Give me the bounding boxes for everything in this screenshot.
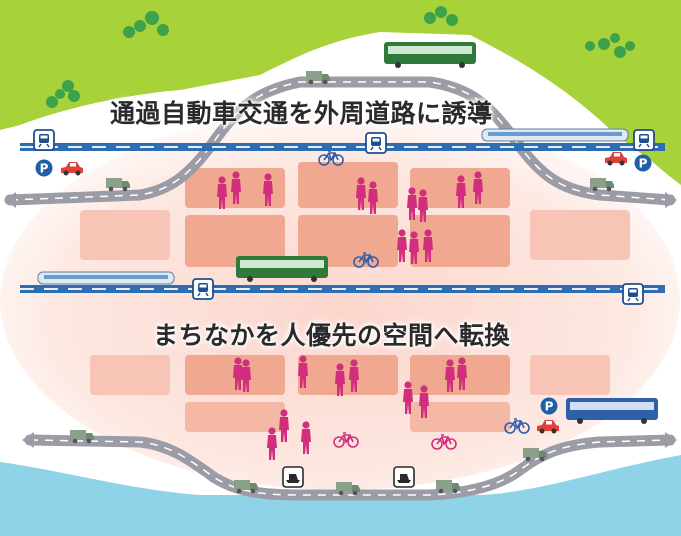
ferry-icon: [393, 466, 415, 488]
trees: [46, 6, 635, 108]
parking-icon: [35, 159, 53, 177]
rail-line-upper: [20, 143, 665, 151]
ferry-icon: [282, 466, 304, 488]
train-station-icon: [365, 132, 387, 154]
train-station-icon: [192, 278, 214, 300]
caption-perimeter-traffic: 通過自動車交通を外周道路に誘導: [110, 99, 493, 128]
bus-icon: [236, 256, 328, 282]
bus-icon: [384, 42, 476, 68]
rail-line-lower: [20, 285, 665, 293]
green-area-right: [380, 27, 681, 186]
green-area: [0, 0, 681, 180]
train-station-icon: [622, 283, 644, 305]
parking-icon: [634, 154, 652, 172]
perimeter-road-top: [4, 76, 677, 208]
train-station-icon: [33, 129, 55, 151]
parking-icon: [540, 397, 558, 415]
train: [481, 128, 629, 142]
caption-pedestrian-priority: まちなかを人優先の空間へ転換: [153, 321, 511, 350]
train: [37, 271, 175, 285]
bus-icon: [566, 398, 658, 424]
train-station-icon: [633, 129, 655, 151]
town-area: [0, 110, 680, 490]
